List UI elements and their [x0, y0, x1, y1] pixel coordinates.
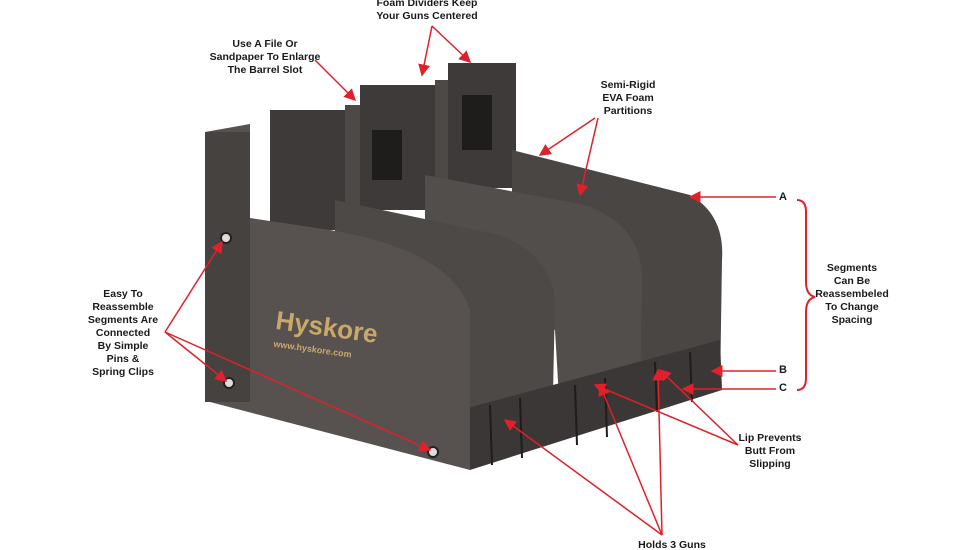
pin [220, 232, 232, 244]
pin [427, 446, 439, 458]
barrel-blocks [270, 63, 516, 230]
label-a: A [779, 191, 787, 203]
annotation-arrows [164, 25, 776, 536]
end-panel [205, 124, 470, 470]
label-segments: Segments Can Be Reassembeled To Change S… [815, 262, 889, 326]
label-file-sandpaper: Use A File Or Sandpaper To Enlarge The B… [209, 38, 321, 76]
bracket [796, 199, 816, 391]
label-foam-dividers: Foam Dividers Keep Your Guns Centered [376, 0, 478, 22]
label-semi-rigid: Semi-Rigid EVA Foam Partitions [600, 79, 656, 117]
label-holds-guns: Holds 3 Guns [638, 539, 706, 550]
label-b: B [779, 364, 787, 376]
pin [223, 377, 235, 389]
label-lip-prevents: Lip Prevents Butt From Slipping [738, 432, 802, 470]
label-easy-reassemble: Easy To Reassemble Segments Are Connecte… [87, 288, 159, 378]
label-c: C [779, 382, 787, 394]
